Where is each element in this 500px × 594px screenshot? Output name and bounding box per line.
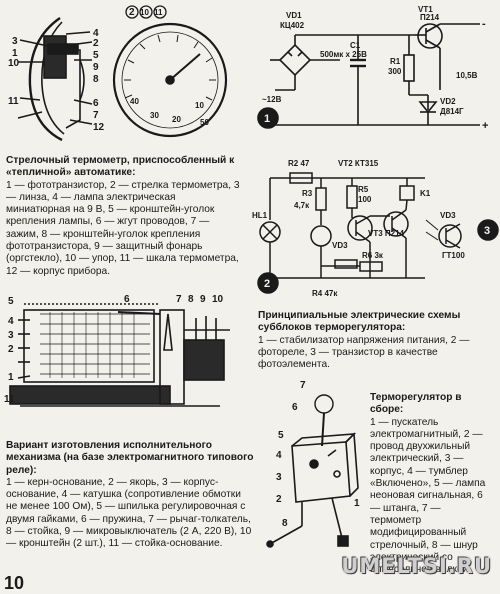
vt3-label: VT3 П214 [368,229,405,238]
schematics-caption-title: Принципиальные электрические схемы суббл… [258,310,461,334]
mechanism-caption: Вариант изготовления исполнительного мех… [6,440,254,551]
dial-scale-30: 30 [150,111,159,120]
callout-9: 9 [93,62,99,73]
callout-6: 6 [93,98,99,109]
callout-2: 2 [93,38,99,49]
vt1-label: VT1 [418,5,433,14]
r6-label: R6 3к [362,251,384,260]
dial-num-10: 10 [140,8,149,17]
callout-4: 4 [93,28,99,39]
page-number: 10 [4,573,25,593]
dial-scale-40: 40 [130,97,139,106]
vt1-type: П214 [420,13,440,22]
hl1-label: HL1 [252,211,268,220]
callout-11: 11 [8,96,19,107]
output-plus: + [482,120,488,132]
c1-label: C1 [350,41,361,50]
schematic-num-2: 2 [264,278,270,290]
vd1-type: КЦ402 [280,21,305,30]
reg-callout-4: 4 [276,450,282,461]
r3-value: 4,7к [294,201,310,210]
r5-label: R5 [358,185,369,194]
dial-scale-50: 50 [200,118,209,127]
r2-label: R2 47 [288,159,310,168]
vout-label: 10,5В [456,71,478,80]
thermometer-caption: Стрелочный термометр, приспособленный к … [6,155,242,278]
reg-callout-7: 7 [300,380,306,391]
r1-label: R1 [390,57,401,66]
mechanism-caption-title: Вариант изготовления исполнительного мех… [6,440,254,476]
reg-callout-5: 5 [278,430,284,441]
reg-callout-3: 3 [276,472,282,483]
thermometer-caption-body: 1 — фототранзистор, 2 — стрелка термомет… [6,179,240,277]
mech-callout-9: 9 [200,294,206,305]
mech-callout-2: 2 [8,344,14,355]
regulator-caption-body: 1 — пускатель электромагнитный, 2 — пров… [370,416,486,576]
thermometer-caption-title: Стрелочный термометр, приспособленный к … [6,155,235,179]
reg-callout-8: 8 [282,518,288,529]
r4-label: R4 47к [312,289,338,298]
reg-callout-1: 1 [354,498,360,509]
mech-callout-5: 5 [8,296,14,307]
schematic-2-photorelay: R2 47 VT2 КТ315 R3 4,7к R5 100 VT3 П214 … [252,159,499,298]
s3-vd3-label: VD3 [440,211,456,220]
c1-value: 500мк х 25В [320,50,367,59]
mech-callout-1: 1 [8,372,14,383]
schematic-num-3: 3 [484,225,490,237]
mech-callout-3: 3 [8,330,14,341]
callout-1: 1 [12,48,18,59]
mech-callout-8: 8 [188,294,194,305]
regulator-caption-title: Терморегулятор в сборе: [370,392,462,416]
s3-type: ГТ100 [442,251,465,260]
k1-label: K1 [420,189,431,198]
output-minus: - [482,18,486,30]
callout-10: 10 [8,58,20,69]
mech-callout-10: 10 [212,294,224,305]
schematics-caption: Принципиальные электрические схемы суббл… [258,310,494,371]
dial-num-2: 2 [129,7,135,18]
callout-3: 3 [12,36,18,47]
mech-callout-6: 6 [124,294,130,305]
r5-value: 100 [358,195,372,204]
mechanism-figure: 6 7 8 9 10 5 4 3 2 1 11 [4,294,230,407]
dial-num-11: 11 [154,8,163,17]
mech-callout-11: 11 [4,394,15,405]
callout-7: 7 [93,110,99,121]
vd2-label: VD2 [440,97,456,106]
callout-12: 12 [93,122,105,133]
regulator-caption: Терморегулятор в сборе: 1 — пускатель эл… [370,392,494,576]
regulator-figure: 7 6 5 4 3 2 1 8 [266,380,360,548]
schematic-1-stabilizer: VD1 КЦ402 C1 500мк х 25В VT1 П214 R1 300… [257,5,488,132]
vd3-label: VD3 [332,241,348,250]
site-watermark: UMELTSI.RU [341,554,492,578]
schematics-caption-body: 1 — стабилизатор напряжения питания, 2 —… [258,334,470,371]
r3-label: R3 [302,189,313,198]
dial-scale-20: 20 [172,115,181,124]
mechanism-caption-body: 1 — керн-основание, 2 — якорь, 3 — корпу… [6,476,252,550]
vd1-label: VD1 [286,11,302,20]
mech-callout-7: 7 [176,294,182,305]
reg-callout-6: 6 [292,402,298,413]
schematic-num-1: 1 [264,113,270,125]
dial-scale-10: 10 [195,101,204,110]
callout-5: 5 [93,50,99,61]
r1-value: 300 [388,67,402,76]
vt2-label: VT2 КТ315 [338,159,379,168]
vin-label: ~12В [262,95,282,104]
callout-8: 8 [93,74,99,85]
reg-callout-2: 2 [276,494,282,505]
mech-callout-4: 4 [8,316,14,327]
vd2-type: Д814Г [440,107,464,116]
thermometer-figure: 2 10 11 10 20 30 40 50 3 1 4 2 5 10 9 8 … [8,5,228,142]
